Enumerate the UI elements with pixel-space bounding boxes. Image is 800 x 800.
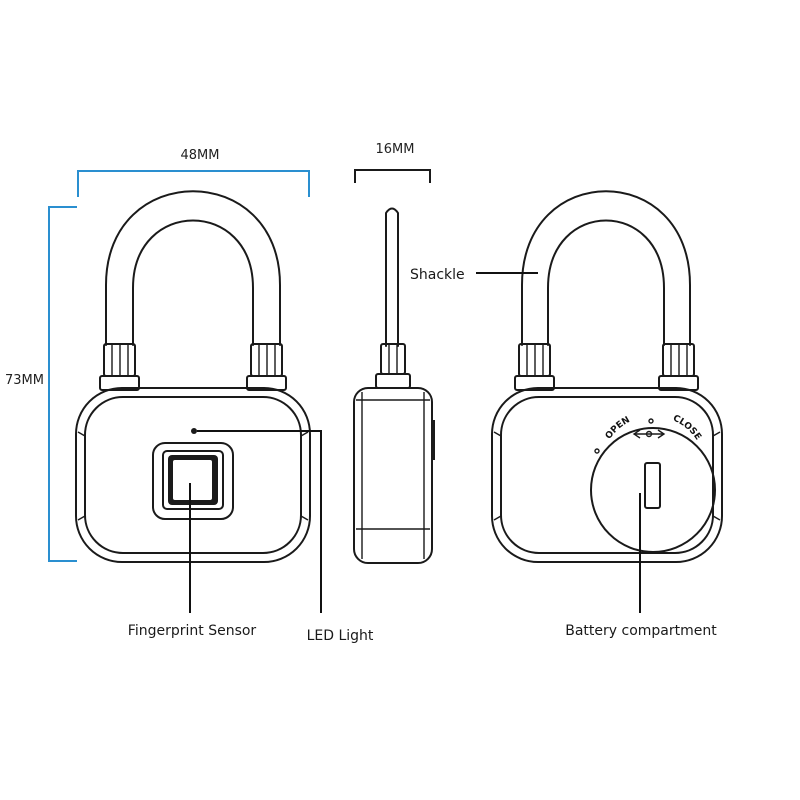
led-light-label: LED Light [307,628,374,644]
fingerprint-sensor [152,442,234,520]
shackle-label: Shackle [410,267,465,283]
led-light [191,428,197,434]
front-shackle-collar-left [99,343,140,391]
front-shackle [105,190,281,346]
battery-cover-dial: OPEN CLOSE [590,414,716,553]
front-view-padlock [75,190,311,563]
back-shackle-collar-left [514,343,555,391]
thickness-dimension-label: 16MM [376,142,415,157]
dial-arrow-icon [632,429,666,439]
back-shackle [521,190,691,346]
side-shackle [385,207,399,347]
front-lock-body [75,387,311,563]
height-dimension: 73MM [5,206,77,562]
front-shackle-collar-right [246,343,287,391]
back-shackle-collar-right [658,343,699,391]
side-lock-body [353,387,435,564]
height-dimension-label: 73MM [5,373,44,388]
side-shackle-collar [375,343,411,389]
led-leader-line [197,430,322,613]
back-lock-body [491,387,723,563]
thickness-dimension: 16MM [354,142,431,183]
battery-compartment-label: Battery compartment [565,623,717,639]
width-dimension-label: 48MM [181,148,220,163]
side-view-padlock [353,207,435,564]
width-dimension: 48MM [77,148,310,197]
back-view-padlock: OPEN CLOSE [491,190,723,563]
fingerprint-sensor-label: Fingerprint Sensor [128,623,257,639]
dial-open-label: OPEN [604,415,632,441]
